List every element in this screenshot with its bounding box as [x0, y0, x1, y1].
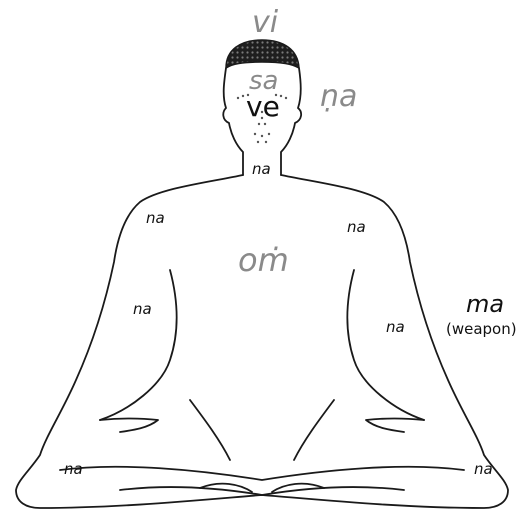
- right-hand: [366, 419, 424, 433]
- label-ma: ma: [466, 292, 504, 316]
- label-na-left-knee: na: [64, 462, 83, 477]
- legs-outline: [60, 467, 464, 495]
- body-outline: [16, 175, 508, 508]
- label-na-right-knee: na: [474, 462, 493, 477]
- label-na-throat: na: [252, 162, 271, 177]
- left-hand: [100, 419, 158, 433]
- label-na-right-arm: na: [386, 320, 405, 335]
- waist-line: [190, 400, 334, 460]
- label-na-left-shoulder: na: [146, 211, 165, 226]
- hair-mass: [226, 40, 299, 68]
- right-arm-inner: [347, 270, 424, 420]
- label-weapon: (weapon): [446, 322, 517, 337]
- label-ve: ve: [246, 93, 280, 121]
- label-om: oṁ: [238, 244, 289, 276]
- label-vi: vi: [252, 8, 278, 38]
- label-na-right-shoulder: na: [347, 220, 366, 235]
- label-na-head: ṇa: [320, 82, 357, 112]
- left-arm-inner: [100, 270, 177, 420]
- label-na-left-arm: na: [133, 302, 152, 317]
